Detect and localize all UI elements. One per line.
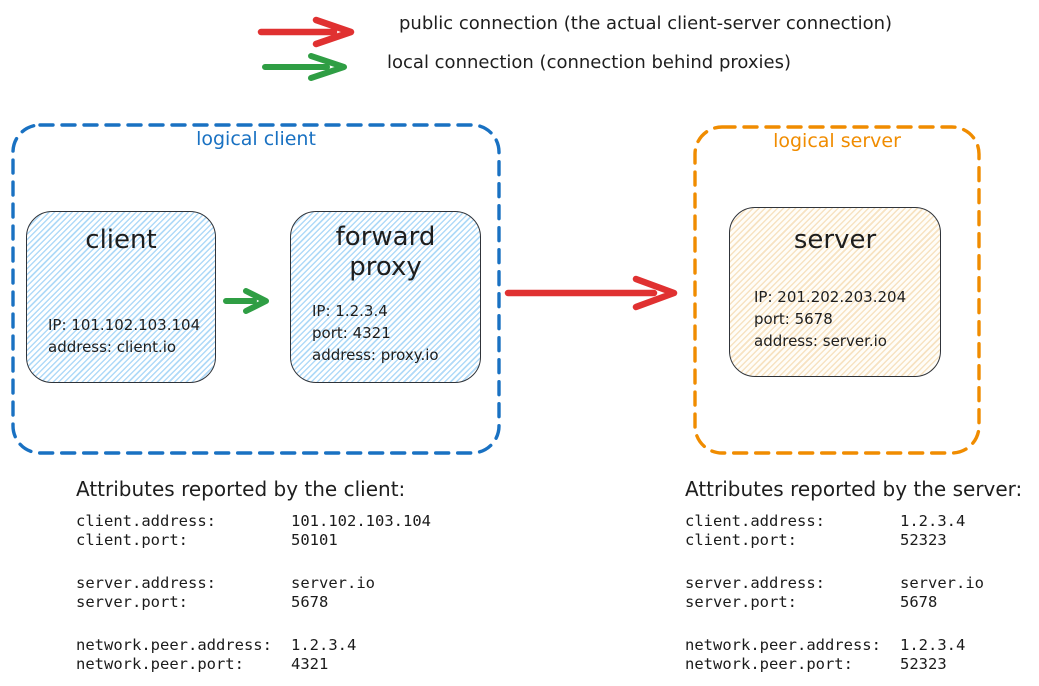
logical-server-group: logical server	[692, 124, 982, 456]
local-connection-legend-label: local connection (connection behind prox…	[387, 52, 791, 73]
public-connection-legend-arrow-icon	[257, 16, 355, 48]
client-attributes-title: Attributes reported by the client:	[76, 477, 406, 501]
server-connection-attributes: server.address: server.io server.port: 567…	[685, 574, 1039, 612]
attr-label: client.port:	[685, 531, 797, 549]
attr-label: network.peer.address:	[76, 636, 272, 654]
forward-proxy-node-port: port: 4321	[312, 324, 391, 342]
attr-value: 1.2.3.4	[900, 636, 966, 654]
forward-proxy-node-title: forward proxy	[335, 222, 436, 282]
server-attributes-section: Attributes reported by the server: clien…	[685, 476, 1039, 686]
logical-client-group: logical client	[10, 122, 502, 456]
attr-label: network.peer.address:	[685, 636, 881, 654]
attr-value: 5678	[291, 593, 329, 611]
forward-proxy-node: forward proxy IP: 1.2.3.4 port: 4321 add…	[290, 211, 481, 383]
attr-value: 50101	[291, 531, 338, 549]
client-node: client IP: 101.102.103.104 address: clie…	[26, 211, 216, 383]
attr-value: 5678	[900, 593, 938, 611]
network-peer-attributes: network.peer.address: 1.2.3.4 network.pee…	[685, 636, 1039, 674]
client-node-details: IP: 101.102.103.104 address: client.io	[48, 314, 207, 358]
attr-row: client.address: 101.102.103.104	[76, 512, 476, 531]
attr-row: network.peer.address: 1.2.3.4	[685, 636, 1039, 655]
attr-value: 1.2.3.4	[900, 512, 966, 530]
attr-row: client.port: 52323	[685, 531, 1039, 550]
logical-server-label: logical server	[773, 130, 901, 152]
server-node-title: server	[793, 225, 877, 255]
attr-value: 101.102.103.104	[291, 512, 431, 530]
attr-row: network.peer.port: 52323	[685, 655, 1039, 674]
forward-proxy-node-details: IP: 1.2.3.4 port: 4321 address: proxy.io	[312, 300, 472, 366]
attr-row: server.address: server.io	[76, 574, 476, 593]
public-connection-legend-label: public connection (the actual client-ser…	[399, 13, 893, 34]
attr-label: server.address:	[685, 574, 825, 592]
attr-label: client.address:	[685, 512, 825, 530]
public-connection-arrow-icon	[504, 275, 678, 311]
server-connection-attributes: server.address: server.io server.port: 567…	[76, 574, 476, 612]
attr-value: 1.2.3.4	[291, 636, 357, 654]
local-connection-legend-arrow-icon	[262, 53, 347, 81]
logical-server-border	[693, 125, 981, 455]
server-node-ip: IP: 201.202.203.204	[754, 288, 907, 306]
attr-value: server.io	[900, 574, 984, 592]
attr-row: client.port: 50101	[76, 531, 476, 550]
forward-proxy-node-address: address: proxy.io	[312, 346, 439, 364]
attr-label: client.port:	[76, 531, 188, 549]
server-attributes-title: Attributes reported by the server:	[685, 477, 1023, 501]
server-node-details: IP: 201.202.203.204 port: 5678 address: …	[754, 286, 932, 352]
attr-row: server.address: server.io	[685, 574, 1039, 593]
attr-value: 4321	[291, 655, 329, 673]
server-node-address: address: server.io	[754, 332, 887, 350]
client-node-address: address: client.io	[48, 338, 177, 356]
attr-label: client.address:	[76, 512, 216, 530]
network-peer-attributes: network.peer.address: 1.2.3.4 network.pee…	[76, 636, 476, 674]
client-attributes-section: Attributes reported by the client: clien…	[76, 476, 476, 686]
attr-value: server.io	[291, 574, 375, 592]
attr-label: network.peer.port:	[685, 655, 853, 673]
attr-label: network.peer.port:	[76, 655, 244, 673]
attr-value: 52323	[900, 531, 947, 549]
attr-label: server.port:	[685, 593, 797, 611]
attr-value: 52323	[900, 655, 947, 673]
client-connection-attributes: client.address: 1.2.3.4 client.port: 52323	[685, 512, 1039, 550]
client-node-title: client	[85, 225, 157, 255]
attr-row: client.address: 1.2.3.4	[685, 512, 1039, 531]
attr-row: network.peer.address: 1.2.3.4	[76, 636, 476, 655]
attr-row: server.port: 5678	[76, 593, 476, 612]
server-node-port: port: 5678	[754, 310, 833, 328]
attr-label: server.port:	[76, 593, 188, 611]
attr-label: server.address:	[76, 574, 216, 592]
logical-client-label: logical client	[196, 128, 316, 150]
forward-proxy-node-ip: IP: 1.2.3.4	[312, 302, 388, 320]
client-connection-attributes: client.address: 101.102.103.104 client.po…	[76, 512, 476, 550]
attr-row: network.peer.port: 4321	[76, 655, 476, 674]
attr-row: server.port: 5678	[685, 593, 1039, 612]
client-node-ip: IP: 101.102.103.104	[48, 316, 201, 334]
server-node: server IP: 201.202.203.204 port: 5678 ad…	[729, 207, 941, 377]
local-connection-arrow-icon	[223, 288, 269, 314]
